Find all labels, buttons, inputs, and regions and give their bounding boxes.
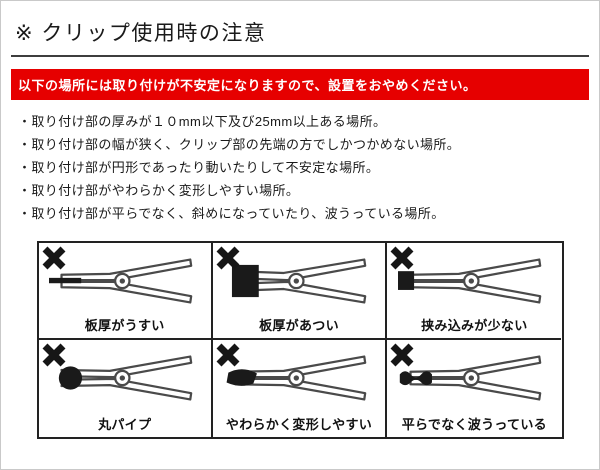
x-mark-icon: [390, 343, 414, 367]
clip-shallow-grip-icon: [398, 258, 542, 304]
grid-cell-caption: 平らでなく波うっている: [401, 417, 547, 432]
clip-wavy-surface-icon: [400, 355, 542, 401]
grid-cell-caption: 丸パイプ: [98, 417, 152, 432]
grid-cell-caption: やわらかく変形しやすい: [225, 417, 373, 432]
page-title: ※ クリップ使用時の注意: [15, 22, 267, 45]
grid-cell: 丸パイプ: [39, 340, 213, 437]
bullet-item: ・取り付け部がやわらかく変形しやすい場所。: [18, 183, 300, 198]
clip-round-pipe-icon: [58, 355, 192, 401]
clip-soft-deform-icon: [226, 355, 367, 401]
warning-banner: 以下の場所には取り付けが不安定になりますので、設置をおやめください。: [11, 69, 589, 100]
x-mark-icon: [42, 246, 65, 270]
notice-grid: 板厚がうすい 板厚があつい: [36, 241, 564, 439]
x-mark-icon: [390, 246, 414, 270]
bullet-list: ・取り付け部の厚みが１０mm以下及び25mm以上ある場所。 ・取り付け部の幅が狭…: [11, 110, 589, 225]
bullet-item: ・取り付け部の幅が狭く、クリップ部の先端の方でしかつかめない場所。: [18, 137, 461, 152]
grid-cell: やわらかく変形しやすい: [213, 340, 388, 437]
x-mark-icon: [42, 343, 65, 367]
x-mark-icon: [216, 246, 240, 270]
bullet-item: ・取り付け部の厚みが１０mm以下及び25mm以上ある場所。: [18, 114, 387, 129]
x-mark-icon: [216, 343, 240, 367]
grid-cell: 板厚がうすい: [38, 243, 213, 340]
grid-cell: 挟み込みが少ない: [387, 243, 562, 340]
grid-cell-caption: 板厚があつい: [259, 318, 339, 333]
title-divider: [11, 55, 589, 57]
bullet-item: ・取り付け部が円形であったり動いたりして不安定な場所。: [18, 160, 380, 175]
bullet-item: ・取り付け部が平らでなく、斜めになっていたり、波うっている場所。: [18, 206, 445, 221]
grid-cell: 平らでなく波うっている: [387, 340, 561, 437]
grid-cell: 板厚があつい: [212, 243, 388, 340]
clip-thin-plate-icon: [48, 258, 192, 304]
clip-thick-plate-icon: [231, 258, 367, 304]
grid-cell-caption: 板厚がうすい: [84, 318, 165, 333]
grid-cell-caption: 挟み込みが少ない: [421, 318, 528, 333]
